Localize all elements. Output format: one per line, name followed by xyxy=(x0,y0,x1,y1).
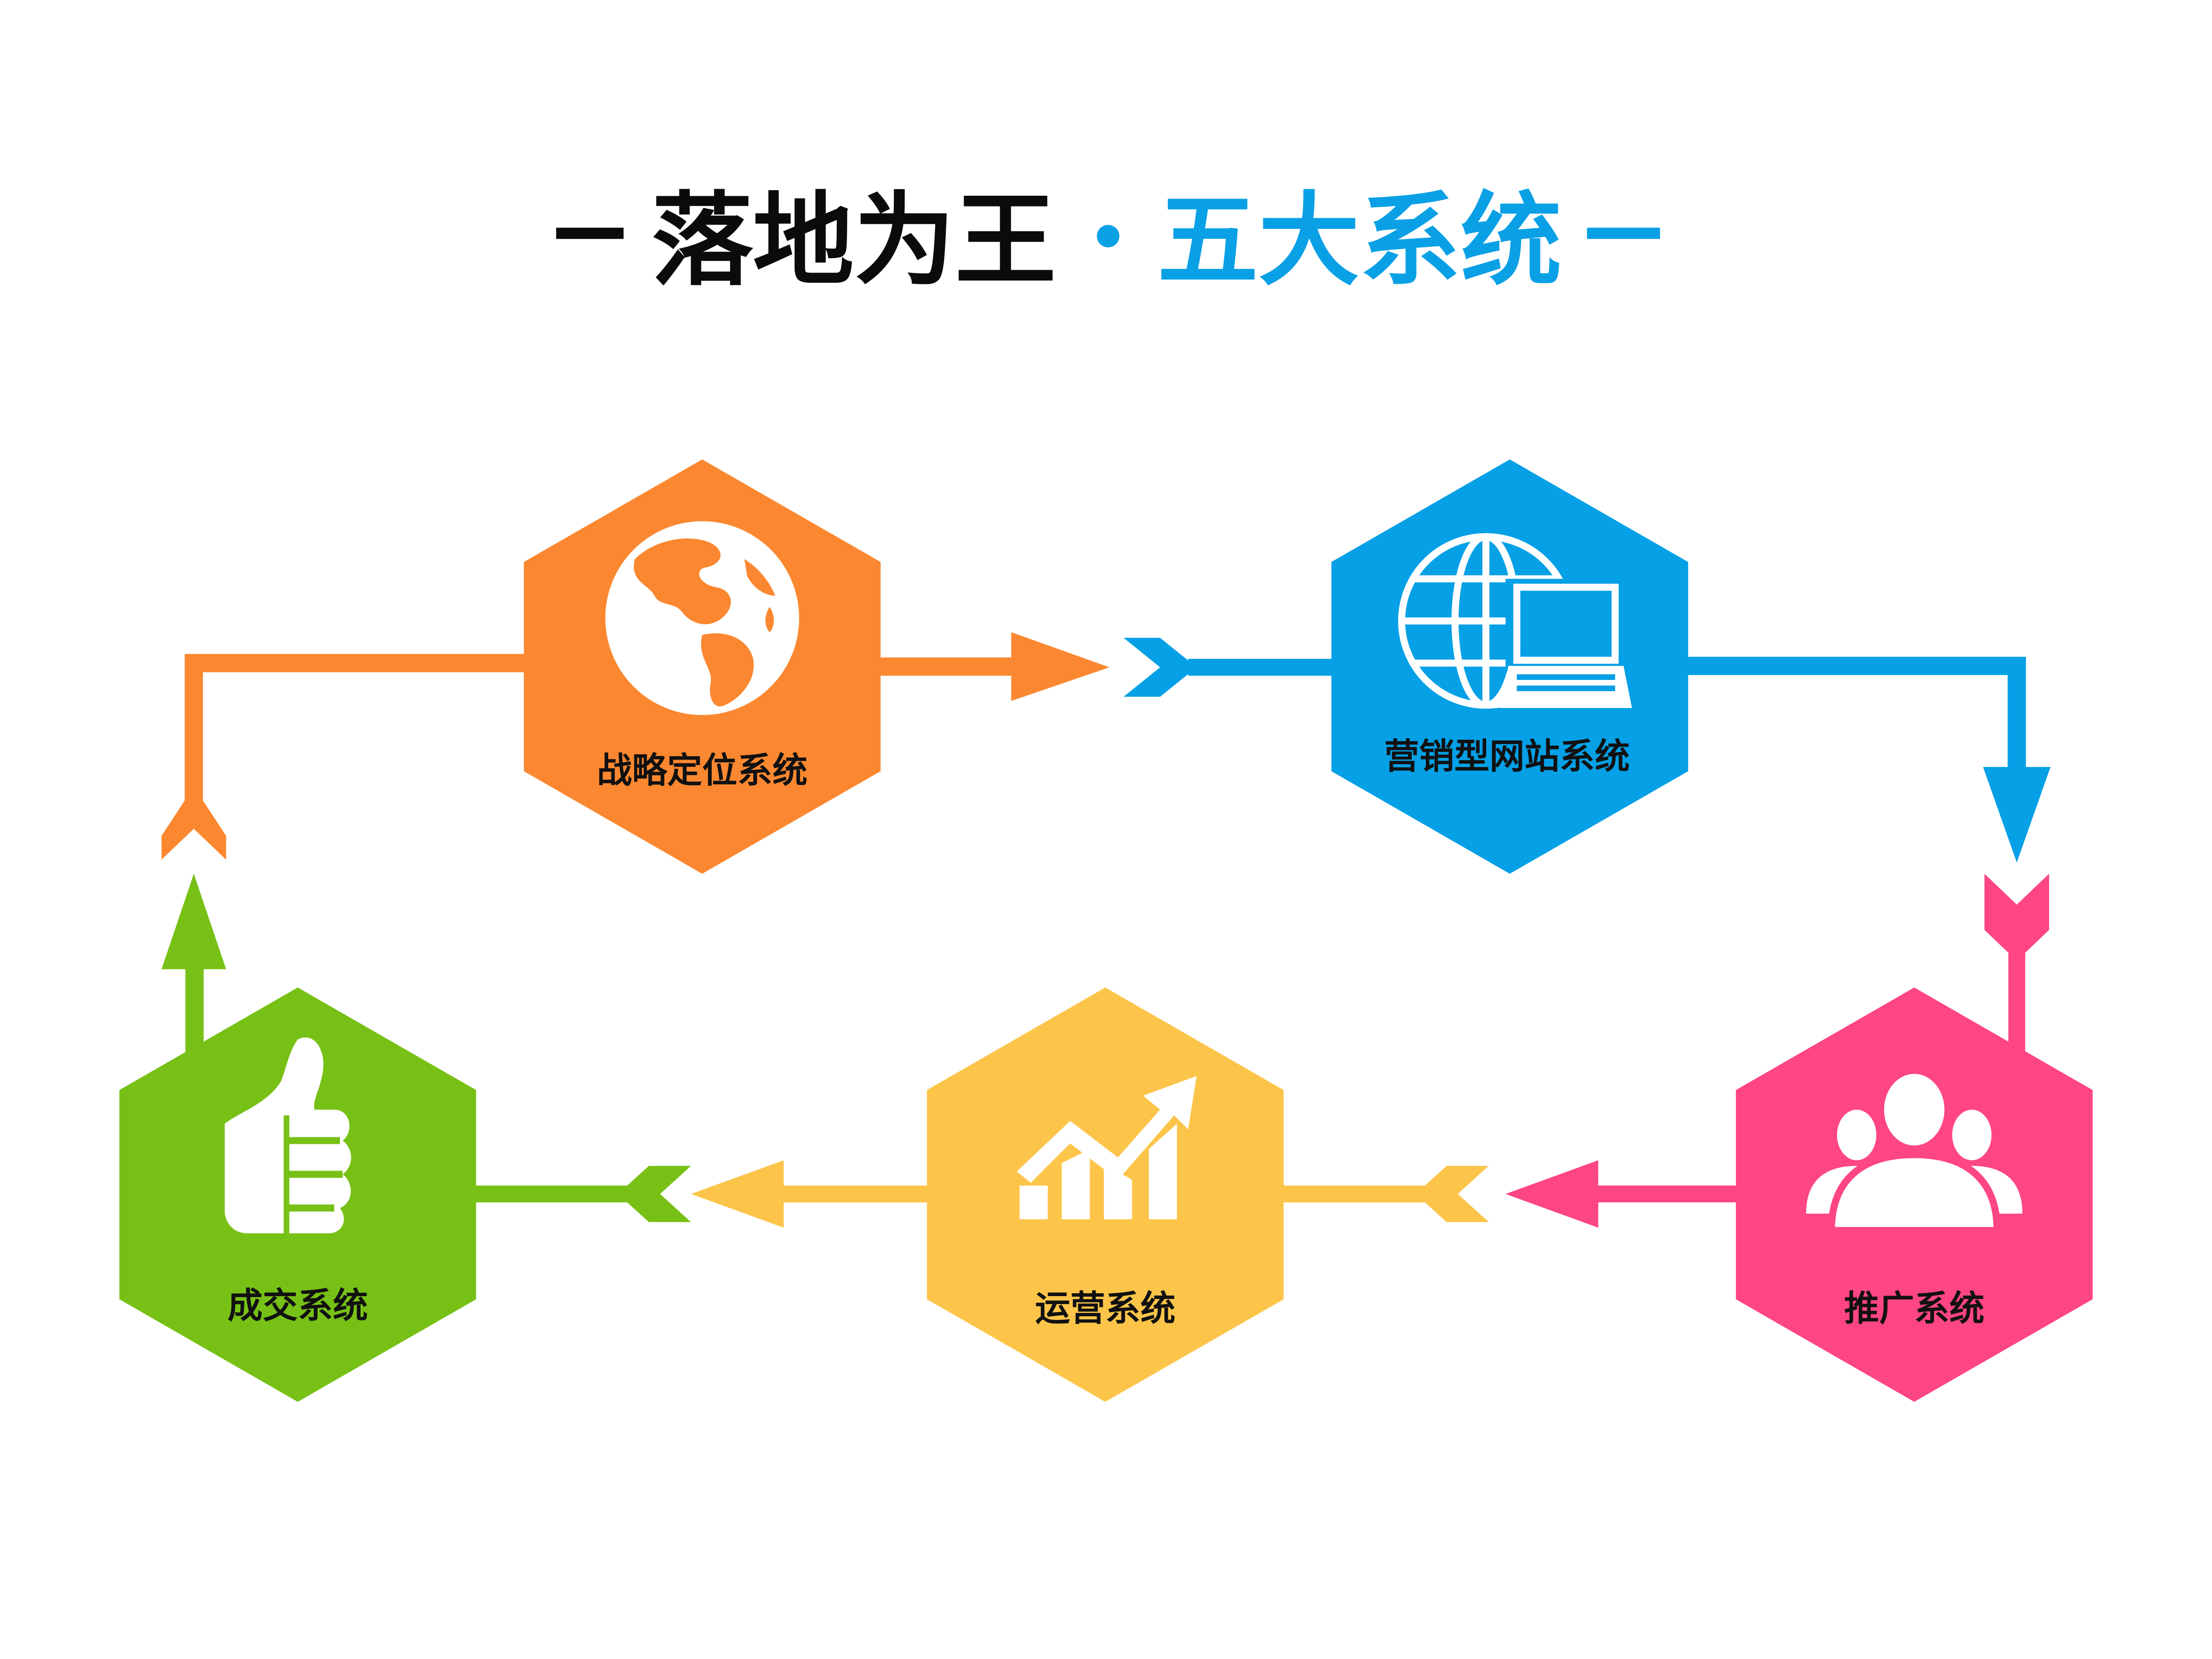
hex-promotion[interactable]: 推广系统 xyxy=(1736,987,2093,1402)
title-part2: 五大系统 xyxy=(1158,182,1562,299)
pink-fletch xyxy=(1984,873,2050,961)
title-right-dash xyxy=(1587,228,1660,239)
hex-strategy[interactable]: 战略定位系统 xyxy=(524,459,881,874)
hex-operation[interactable]: 运营系统 xyxy=(927,987,1284,1402)
hex-promotion-label: 推广系统 xyxy=(1844,1288,1984,1329)
connector-website xyxy=(1123,638,2051,863)
connector-strategy xyxy=(161,632,1110,860)
thumbs-up-icon xyxy=(224,1037,351,1233)
connector-operation xyxy=(691,1160,1489,1228)
yellow-fletch xyxy=(1416,1165,1489,1222)
green-fletch xyxy=(618,1165,691,1222)
hex-deal-label: 成交系统 xyxy=(228,1285,368,1326)
orange-fletch xyxy=(161,787,226,860)
hex-operation-label: 运营系统 xyxy=(1035,1288,1176,1329)
hex-website[interactable]: 营销型网站系统 xyxy=(1331,459,1688,874)
blue-fletch xyxy=(1123,638,1197,697)
laptop-icon xyxy=(1500,579,1632,708)
title: 落地为王 五大系统 xyxy=(556,182,1660,299)
title-part1: 落地为王 xyxy=(652,182,1056,299)
arrow-deal-to-strategy xyxy=(161,873,226,969)
hex-deal[interactable]: 成交系统 xyxy=(119,987,476,1402)
arrow-operation-to-deal xyxy=(691,1160,784,1228)
hex-strategy-label: 战略定位系统 xyxy=(597,750,808,791)
title-separator-dot xyxy=(1097,225,1120,248)
hex-website-label: 营销型网站系统 xyxy=(1384,736,1630,777)
people-icon xyxy=(1806,1067,2023,1234)
connector-promotion xyxy=(1505,873,2050,1228)
arrow-website-to-promotion xyxy=(1983,767,2051,863)
arrow-strategy-to-website xyxy=(1011,632,1110,701)
title-left-dash xyxy=(556,228,624,239)
globe-icon xyxy=(605,521,799,715)
arrow-promotion-to-operation xyxy=(1505,1160,1599,1228)
